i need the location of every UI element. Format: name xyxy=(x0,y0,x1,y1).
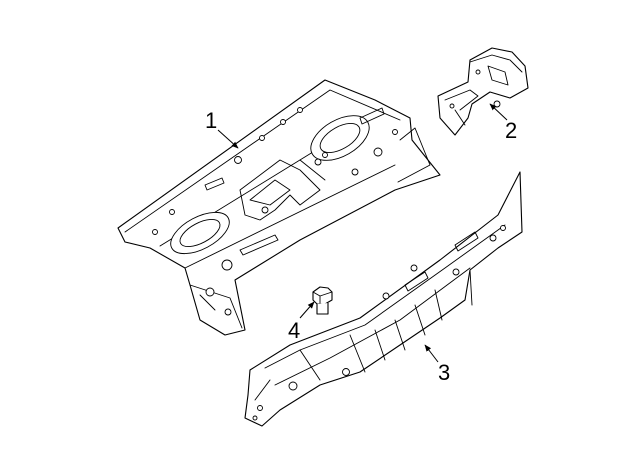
callout-3: 3 xyxy=(438,360,450,385)
leader-3 xyxy=(424,344,439,363)
callout-1: 1 xyxy=(205,108,217,133)
part-1-package-tray xyxy=(117,79,441,336)
leader-2 xyxy=(489,103,508,121)
callout-2: 2 xyxy=(505,118,517,143)
part-2-bracket xyxy=(437,47,529,136)
callout-4: 4 xyxy=(288,318,300,343)
leader-4 xyxy=(299,301,315,319)
part-3-rear-panel xyxy=(244,171,523,427)
part-4-bolt xyxy=(312,286,333,315)
leader-1 xyxy=(217,129,239,149)
